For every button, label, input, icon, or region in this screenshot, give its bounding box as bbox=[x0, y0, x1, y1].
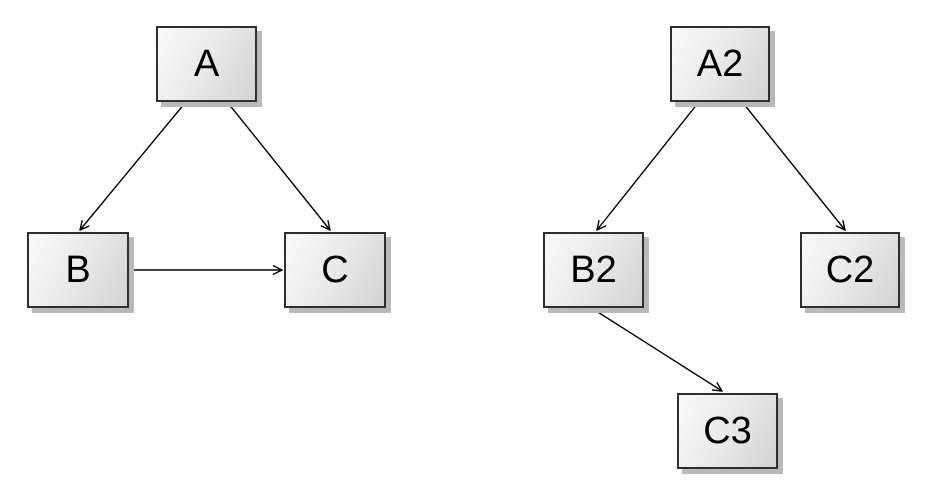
edge-A-C[interactable] bbox=[227, 102, 330, 230]
node-A[interactable]: A bbox=[156, 26, 257, 102]
node-C2[interactable]: C2 bbox=[800, 232, 900, 308]
edge-B2-C3[interactable] bbox=[592, 308, 722, 391]
node-label: A2 bbox=[696, 43, 744, 85]
node-A2[interactable]: A2 bbox=[670, 26, 770, 102]
node-label: A bbox=[193, 43, 220, 85]
node-label: C bbox=[321, 249, 349, 291]
node-label: C3 bbox=[703, 410, 752, 452]
node-label: C2 bbox=[825, 249, 875, 291]
node-C3[interactable]: C3 bbox=[677, 393, 778, 469]
node-B2[interactable]: B2 bbox=[543, 232, 644, 308]
node-label: B bbox=[65, 249, 91, 291]
node-B[interactable]: B bbox=[27, 232, 129, 308]
edge-A2-C2[interactable] bbox=[742, 102, 845, 230]
edge-A-B[interactable] bbox=[80, 102, 186, 230]
edge-A2-B2[interactable] bbox=[597, 102, 699, 230]
node-label: B2 bbox=[570, 249, 617, 291]
node-C[interactable]: C bbox=[284, 232, 386, 308]
